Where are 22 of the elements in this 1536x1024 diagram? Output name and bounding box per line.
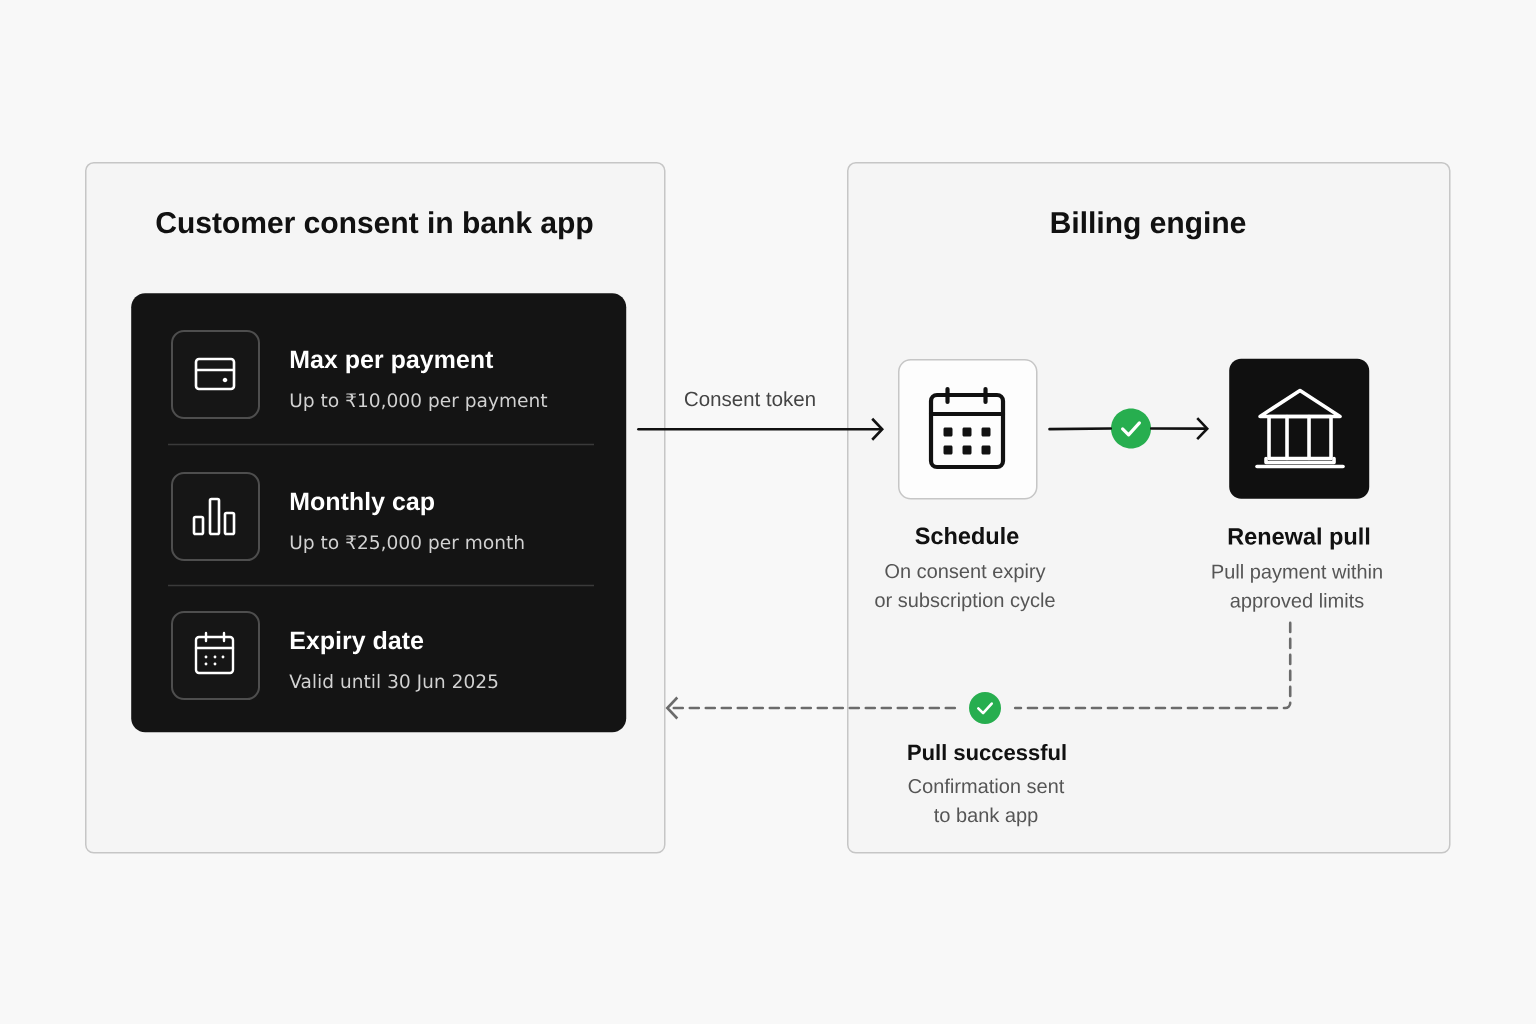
dashed-arrow — [665, 696, 957, 720]
panel-title: Billing engine — [1051, 211, 1246, 240]
row-title: Monthly cap — [290, 491, 434, 516]
step-title: Renewal pull — [1228, 527, 1370, 550]
edge-label: Consent token — [681, 389, 819, 409]
status-text: Confirmation sent to bank app — [908, 778, 1065, 827]
step-text: On consent expiry or subscription cycle — [875, 563, 1055, 612]
row-title: Expiry date — [290, 630, 424, 655]
step-title: Schedule — [915, 527, 1019, 545]
panel — [847, 162, 1451, 854]
status-title: Pull successful — [908, 744, 1066, 761]
row-text: Valid until 30 Jun 2025 — [289, 673, 498, 692]
arrow — [1149, 417, 1209, 441]
row-title: Max per payment — [290, 350, 494, 374]
dashed-connector-line — [1013, 621, 1292, 710]
panel-title: Customer consent in bank app — [156, 211, 593, 240]
connector-line — [1048, 427, 1113, 431]
row-text: Up to ₹25,000 per month — [290, 534, 524, 553]
step-text: Pull payment within approved limits — [1212, 564, 1382, 612]
arrow — [637, 417, 884, 441]
row-text: Up to ₹10,000 per payment — [290, 393, 548, 411]
check-icon — [1111, 408, 1151, 449]
